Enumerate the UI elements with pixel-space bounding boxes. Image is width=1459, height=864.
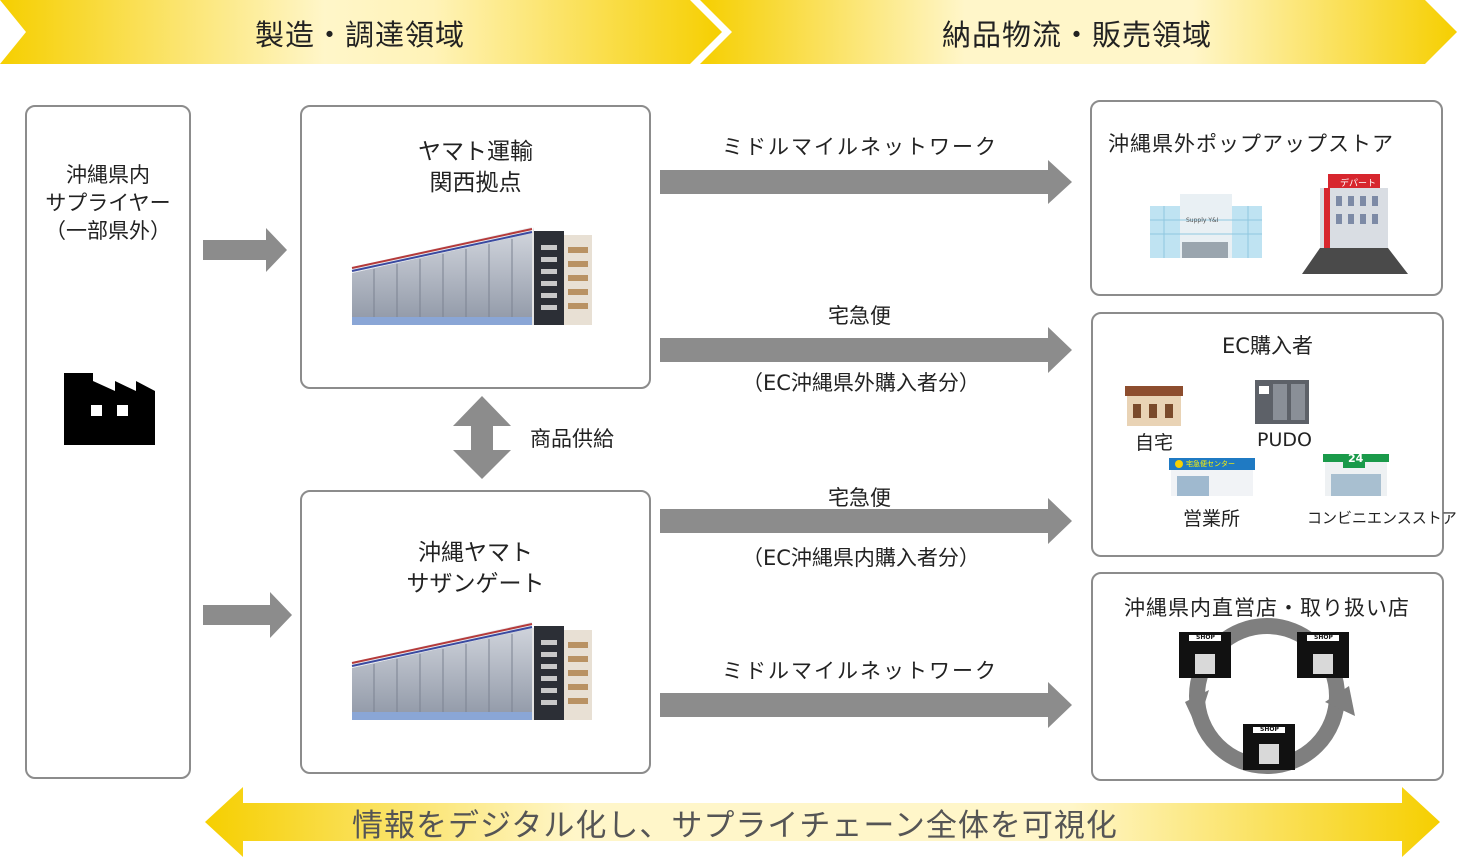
- factory-icon: [64, 373, 155, 445]
- okinawa-hub-title-line1: 沖縄ヤマト: [418, 540, 533, 566]
- home-icon: [1125, 386, 1183, 426]
- okinawa-stores-box: 沖縄県内直営店・取り扱い店 SHOP SHOP SHOP: [1091, 572, 1444, 781]
- pudo-label: PUDO: [1257, 429, 1312, 451]
- convenience-store-sign: 24: [1348, 452, 1364, 465]
- banner-right-label: 納品物流・販売領域: [942, 18, 1213, 52]
- supplier-box: 沖縄県内 サプライヤー （一部県外）: [25, 105, 191, 779]
- footer-double-arrow: [205, 787, 1440, 857]
- shop-sign-3: SHOP: [1260, 726, 1279, 733]
- express-top-note: （EC沖縄県外購入者分）: [742, 371, 980, 395]
- sales-office-icon: [1169, 458, 1255, 496]
- glass-building-sign: Supply Y&I: [1186, 217, 1219, 224]
- arrow-supplier-to-kansai: [203, 228, 287, 272]
- express-top-label: 宅急便: [828, 304, 891, 328]
- popup-store-title: 沖縄県外ポップアップストア: [1108, 132, 1394, 156]
- warehouse-icon: [351, 622, 592, 720]
- convenience-store-icon: [1323, 454, 1389, 496]
- arrow-supply-link: [453, 396, 511, 479]
- middle-mile-bottom-label: ミドルマイルネットワーク: [722, 659, 998, 683]
- express-bottom-note: （EC沖縄県内購入者分）: [742, 546, 980, 570]
- okinawa-stores-title: 沖縄県内直営店・取り扱い店: [1124, 596, 1410, 620]
- warehouse-icon: [351, 227, 592, 325]
- kansai-hub-title-line1: ヤマト運輸: [418, 139, 533, 165]
- supplier-label-line1: 沖縄県内: [66, 163, 150, 187]
- banner-left-label: 製造・調達領域: [255, 18, 466, 52]
- ec-buyers-title: EC購入者: [1222, 334, 1313, 358]
- footer-text: 情報をデジタル化し、サプライチェーン全体を可視化: [352, 808, 1118, 844]
- supplier-label-line2: サプライヤー: [45, 191, 171, 215]
- middle-mile-top-label: ミドルマイルネットワーク: [722, 135, 998, 159]
- shop-sign-1: SHOP: [1196, 634, 1215, 641]
- shop-sign-2: SHOP: [1314, 634, 1333, 641]
- arrow-express-top: [660, 327, 1072, 373]
- express-bottom-label: 宅急便: [828, 486, 891, 510]
- kansai-hub-title-line2: 関西拠点: [429, 170, 522, 196]
- ec-buyers-box: EC購入者 自宅 PUDO 宅急便センター 営業所 24 コンビニエンスストア: [1091, 312, 1457, 557]
- department-store-sign: デパート: [1340, 179, 1377, 189]
- arrow-supplier-to-okinawa: [203, 592, 292, 638]
- arrow-express-bottom: [660, 498, 1072, 544]
- arrow-middle-mile-top: [660, 160, 1072, 204]
- supply-link-label: 商品供給: [530, 427, 614, 451]
- department-store-icon: [1302, 174, 1408, 274]
- sales-office-sign: 宅急便センター: [1186, 460, 1235, 468]
- shop-cycle-icon: [1179, 618, 1355, 774]
- convenience-store-label: コンビニエンスストア: [1307, 509, 1457, 527]
- supplier-label-line3: （一部県外）: [45, 219, 171, 243]
- arrow-middle-mile-bottom: [660, 682, 1072, 728]
- sales-office-label: 営業所: [1183, 508, 1241, 530]
- okinawa-hub-title-line2: サザンゲート: [406, 571, 545, 597]
- store-buildings-icon: [1150, 194, 1262, 258]
- kansai-hub-box: ヤマト運輸 関西拠点: [300, 105, 651, 389]
- banner-right-chevron: [700, 0, 1457, 64]
- home-label: 自宅: [1135, 432, 1174, 454]
- pudo-locker-icon: [1255, 380, 1309, 424]
- popup-store-box: 沖縄県外ポップアップストア Supply Y&I デパート: [1090, 100, 1443, 296]
- banner-left-chevron: [0, 0, 722, 64]
- okinawa-hub-box: 沖縄ヤマト サザンゲート: [300, 490, 651, 774]
